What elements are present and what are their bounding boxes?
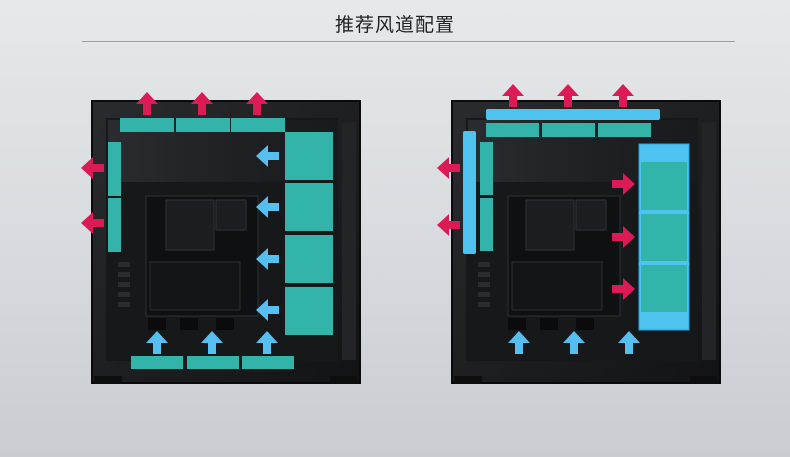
top-fan xyxy=(598,123,651,137)
top-fan xyxy=(486,123,539,137)
side-fan xyxy=(285,183,333,231)
case-foot xyxy=(330,376,358,384)
bottom-fan xyxy=(187,356,239,369)
side-fan xyxy=(641,264,687,312)
side-fan xyxy=(285,287,333,335)
top-radiator xyxy=(486,109,660,120)
side-bar xyxy=(342,122,356,360)
rear-fan xyxy=(480,198,493,251)
rear-fan xyxy=(480,142,493,195)
top-fan xyxy=(176,118,230,132)
top-fan xyxy=(542,123,595,137)
case-foot xyxy=(454,376,482,384)
rear-radiator xyxy=(463,131,476,254)
page-title: 推荐风道配置 xyxy=(334,14,455,36)
case-foot xyxy=(690,376,718,384)
top-fan xyxy=(120,118,174,132)
left-case xyxy=(81,92,361,384)
side-fan xyxy=(285,235,333,283)
rear-fan xyxy=(108,142,121,196)
rear-fan xyxy=(108,198,121,252)
bottom-fan xyxy=(131,356,183,369)
side-fan xyxy=(285,132,333,180)
side-bar xyxy=(702,122,716,360)
side-fan xyxy=(641,162,687,210)
top-fan xyxy=(231,118,285,132)
title-divider xyxy=(82,41,735,42)
case-foot xyxy=(94,376,122,384)
bottom-fan xyxy=(242,356,294,369)
right-case xyxy=(437,84,721,384)
side-fan xyxy=(641,213,687,261)
